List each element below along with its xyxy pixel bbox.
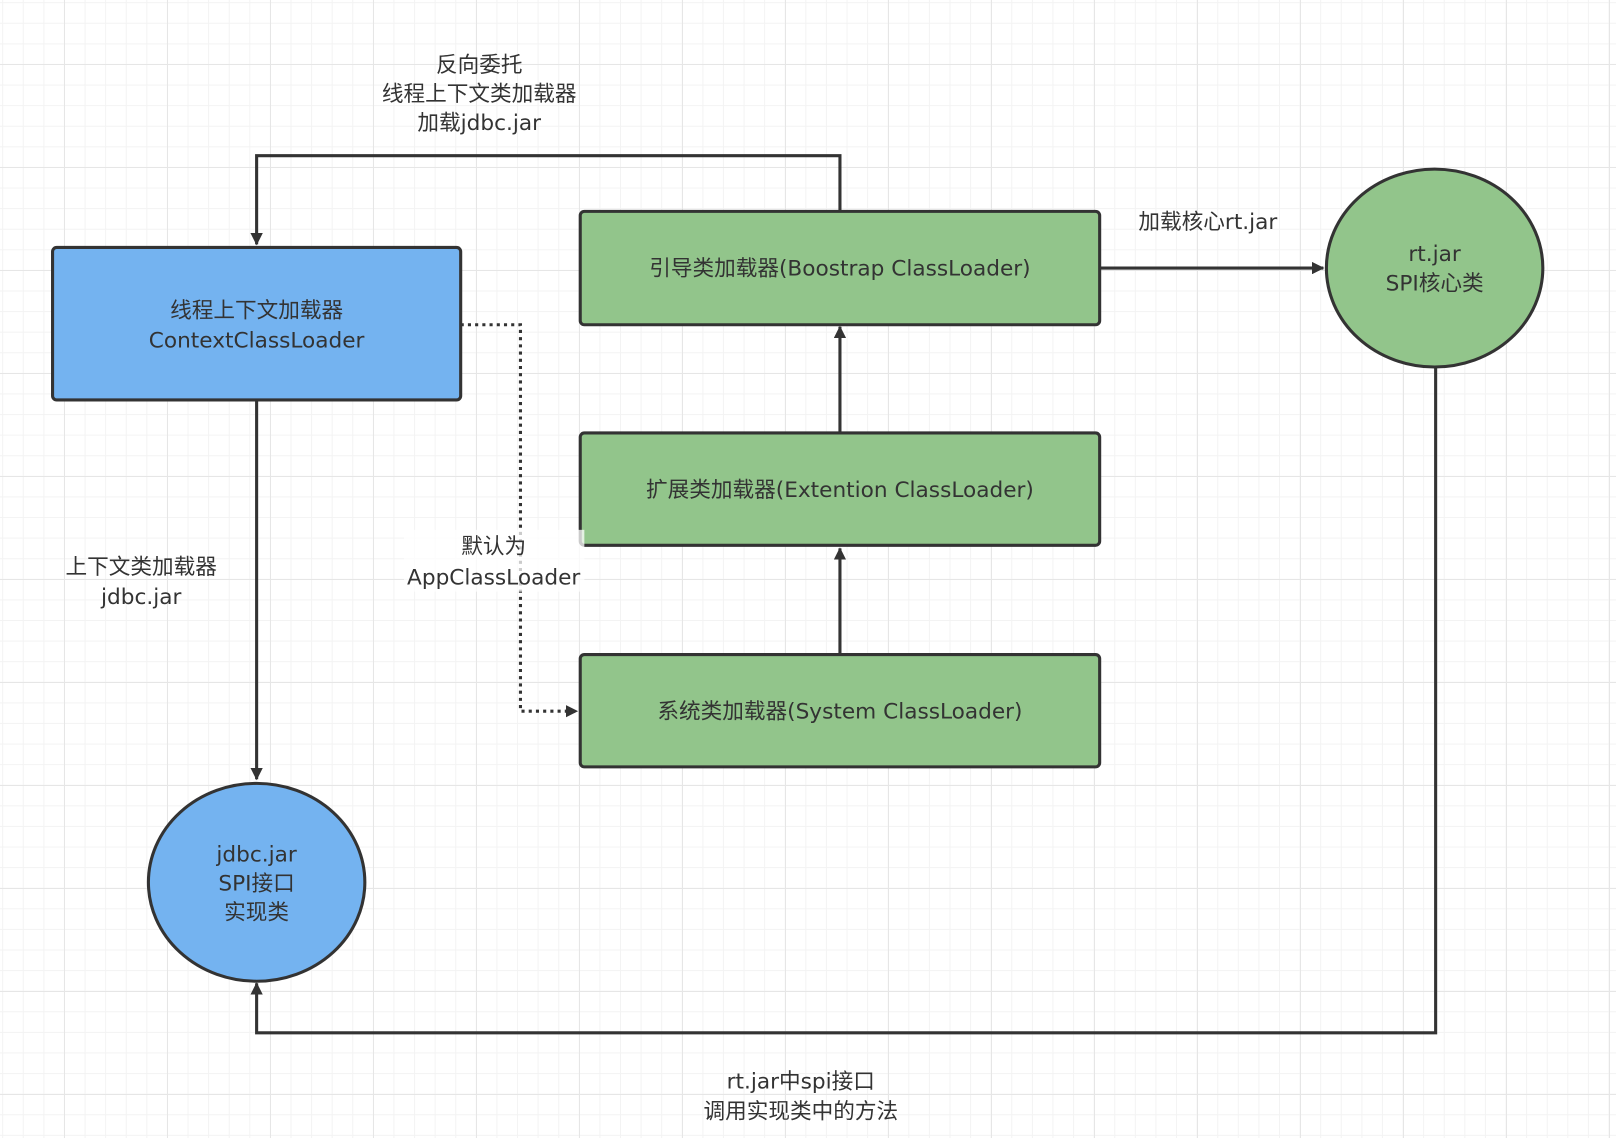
system-loader-box — [578, 652, 1102, 769]
spi-call-label: rt.jar中spi接口 调用实现类中的方法 — [703, 1069, 898, 1124]
rt-jar-label-name: rt.jar — [1408, 242, 1461, 267]
reverse-delegation-label-line3: 加载jdbc.jar — [417, 111, 541, 136]
jdbc-jar-circle — [146, 781, 367, 983]
system-loader-label: 系统类加载器(System ClassLoader) — [657, 699, 1022, 724]
spi-call-label-line1: rt.jar中spi接口 — [727, 1069, 875, 1094]
default-app-label-bg — [404, 529, 585, 592]
context-loader-label-cn: 线程上下文加载器 — [170, 299, 343, 324]
system-loader-node: 系统类加载器(System ClassLoader) — [578, 652, 1102, 769]
bootstrap-loader-node: 引导类加载器(Boostrap ClassLoader) — [578, 209, 1102, 327]
context-jdbc-label-line1: 上下文类加载器 — [65, 555, 217, 580]
extension-loader-label: 扩展类加载器(Extention ClassLoader) — [646, 478, 1034, 503]
reverse-delegation-label: 反向委托 线程上下文类加载器 加载jdbc.jar — [382, 53, 577, 136]
load-core-label: 加载核心rt.jar — [1138, 210, 1277, 235]
spi-call-edge — [250, 367, 1438, 1035]
reverse-delegation-edge — [250, 154, 842, 246]
context-loader-label-en: ContextClassLoader — [149, 328, 365, 353]
extension-loader-box — [578, 431, 1102, 547]
spi-call-label-line2: 调用实现类中的方法 — [703, 1099, 898, 1124]
jdbc-jar-node: jdbc.jar SPI接口 实现类 — [146, 781, 367, 983]
rt-jar-circle — [1324, 167, 1545, 369]
jdbc-jar-label-impl: 实现类 — [224, 900, 289, 925]
rt-jar-node: rt.jar SPI核心类 — [1324, 167, 1545, 369]
default-app-label-line2: AppClassLoader — [407, 565, 580, 590]
default-app-dotted-edge — [460, 323, 579, 718]
context-jdbc-label: 上下文类加载器 jdbc.jar — [65, 555, 217, 610]
context-jdbc-label-line2: jdbc.jar — [100, 585, 181, 610]
jdbc-jar-label-spi: SPI接口 — [218, 872, 294, 897]
context-loader-box — [51, 245, 463, 402]
bootstrap-loader-label: 引导类加载器(Boostrap ClassLoader) — [649, 256, 1030, 281]
jdbc-jar-label-name: jdbc.jar — [215, 843, 296, 868]
extension-loader-node: 扩展类加载器(Extention ClassLoader) — [578, 431, 1102, 547]
reverse-delegation-label-line2: 线程上下文类加载器 — [382, 82, 577, 107]
reverse-delegation-label-line1: 反向委托 — [436, 53, 523, 78]
rt-jar-label-desc: SPI核心类 — [1386, 272, 1484, 297]
context-loader-node: 线程上下文加载器 ContextClassLoader — [51, 245, 463, 402]
default-app-label: 默认为 AppClassLoader — [404, 529, 585, 592]
default-app-label-line1: 默认为 — [461, 535, 526, 560]
bootstrap-loader-box — [578, 209, 1102, 327]
